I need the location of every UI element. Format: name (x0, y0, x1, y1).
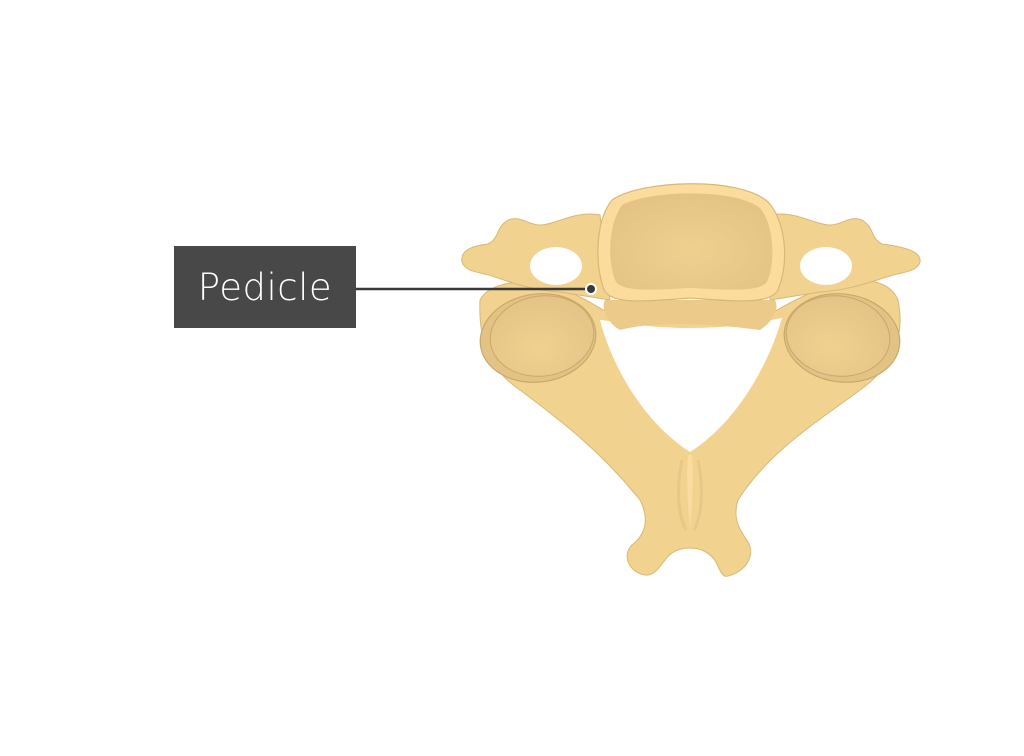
pedicle-label-text: Pedicle (197, 265, 333, 309)
pedicle-label: Pedicle (174, 246, 356, 328)
right-transverse-foramen (800, 247, 852, 285)
left-transverse-foramen (530, 247, 582, 285)
vertebra-bone (461, 183, 921, 577)
